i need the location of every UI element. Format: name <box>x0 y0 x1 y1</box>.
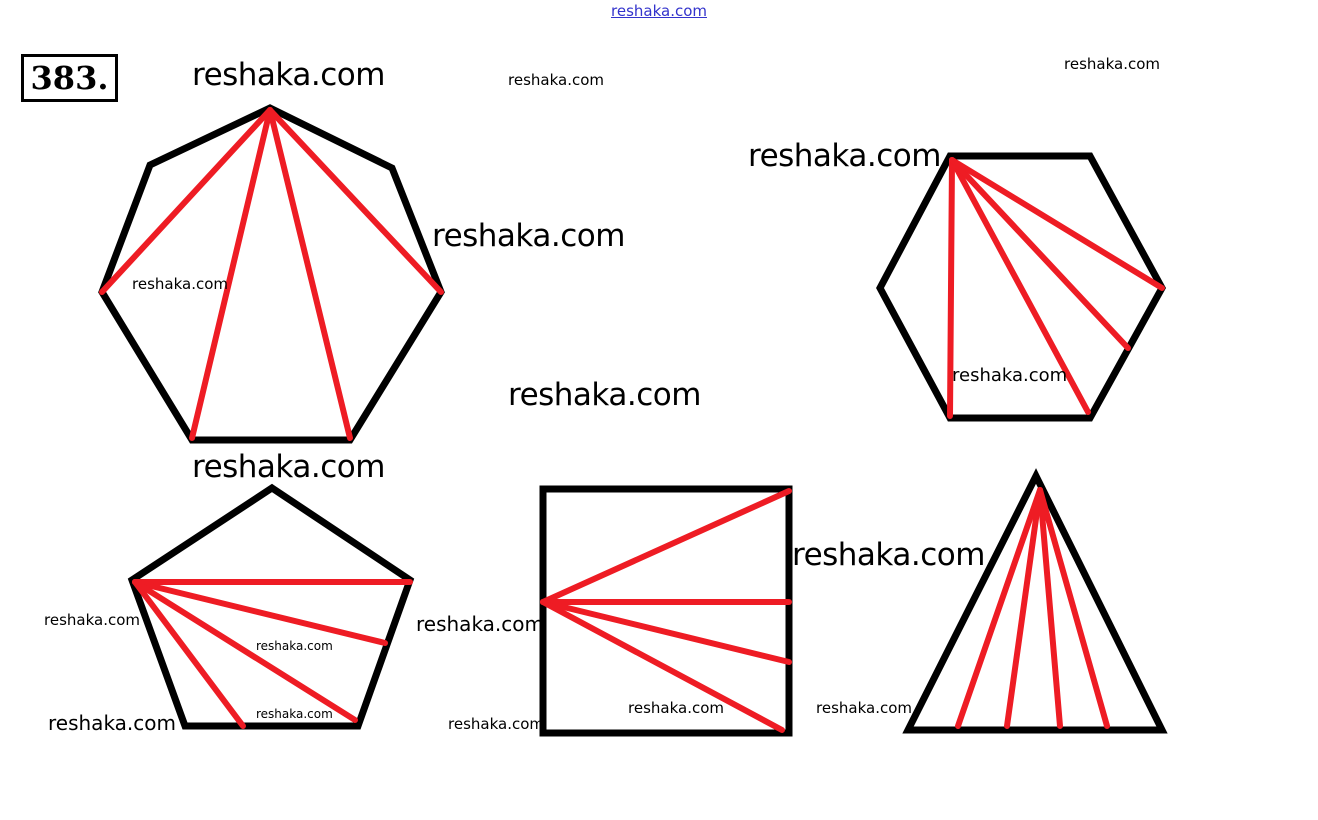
pentagon-diagonal <box>132 579 246 729</box>
pentagon-figure <box>127 483 415 730</box>
hexagon-diagonal <box>949 157 1165 291</box>
hexagon-diagonal <box>947 157 955 419</box>
watermark: reshaka.com <box>508 71 604 89</box>
hexagon-diagonal <box>949 157 1131 351</box>
hexagon-outline <box>876 152 1166 422</box>
square-diagonal <box>540 599 792 665</box>
watermark: reshaka.com <box>1064 55 1160 73</box>
problem-number: 383. <box>21 54 118 102</box>
triangle-diagonal <box>1004 487 1043 729</box>
watermark: reshaka.com <box>44 611 140 629</box>
watermark: reshaka.com <box>952 365 1068 386</box>
triangle-diagonal <box>1037 487 1063 729</box>
pentagon-diagonal <box>132 579 358 723</box>
watermark: reshaka.com <box>192 57 385 93</box>
watermark: reshaka.com <box>792 537 985 573</box>
watermark: reshaka.com <box>416 612 544 636</box>
square-figure <box>539 485 793 737</box>
heptagon-diagonal <box>99 107 273 295</box>
square-diagonal <box>540 488 792 605</box>
watermark: reshaka.com <box>132 275 228 293</box>
square-diagonal <box>540 599 785 733</box>
heptagon-outline <box>98 104 445 444</box>
square-outline <box>539 485 793 737</box>
pentagon-diagonal <box>132 579 388 646</box>
triangle-figure <box>902 468 1168 734</box>
triangle-outline <box>902 468 1168 734</box>
heptagon-figure <box>98 104 445 444</box>
watermark: reshaka.com <box>628 699 724 717</box>
pentagon-outline <box>127 483 415 730</box>
triangle-diagonal <box>955 487 1043 729</box>
triangle-diagonal <box>1037 487 1110 729</box>
heptagon-diagonal <box>267 107 444 295</box>
hexagon-diagonal <box>949 157 1091 415</box>
watermark: reshaka.com <box>256 707 333 721</box>
hexagon-figure <box>876 152 1166 422</box>
watermark: reshaka.com <box>508 377 701 413</box>
watermark: reshaka.com <box>432 218 625 254</box>
site-link[interactable]: reshaka.com <box>611 2 707 20</box>
watermark: reshaka.com <box>816 699 912 717</box>
watermark: reshaka.com <box>448 715 544 733</box>
watermark: reshaka.com <box>48 711 176 735</box>
watermark: reshaka.com <box>192 449 385 485</box>
watermark: reshaka.com <box>256 639 333 653</box>
watermark: reshaka.com <box>748 138 941 174</box>
heptagon-diagonal <box>189 107 273 441</box>
heptagon-diagonal <box>267 107 353 441</box>
